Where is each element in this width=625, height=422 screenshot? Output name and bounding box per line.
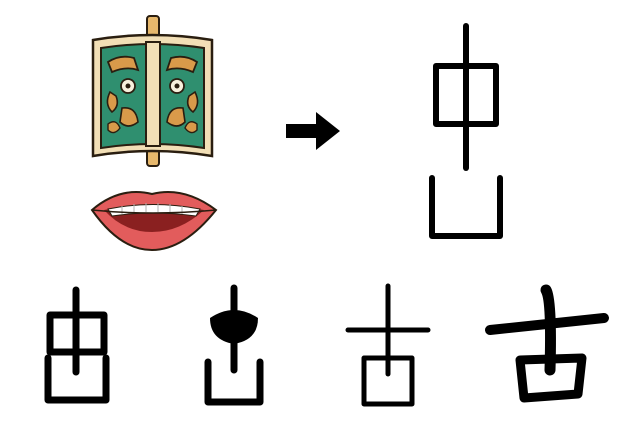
gu-oracle-glyph-icon	[44, 286, 110, 404]
right-arrow-icon	[286, 112, 340, 150]
gu-regular-glyph-icon	[485, 284, 609, 403]
gu-seal-glyph-icon	[345, 283, 431, 407]
ancient-gu-glyph-icon	[429, 23, 503, 239]
bronze-shield-mask-icon	[91, 15, 214, 167]
gu-bronze-glyph-icon	[204, 284, 264, 406]
lips-mouth-icon	[90, 191, 218, 252]
